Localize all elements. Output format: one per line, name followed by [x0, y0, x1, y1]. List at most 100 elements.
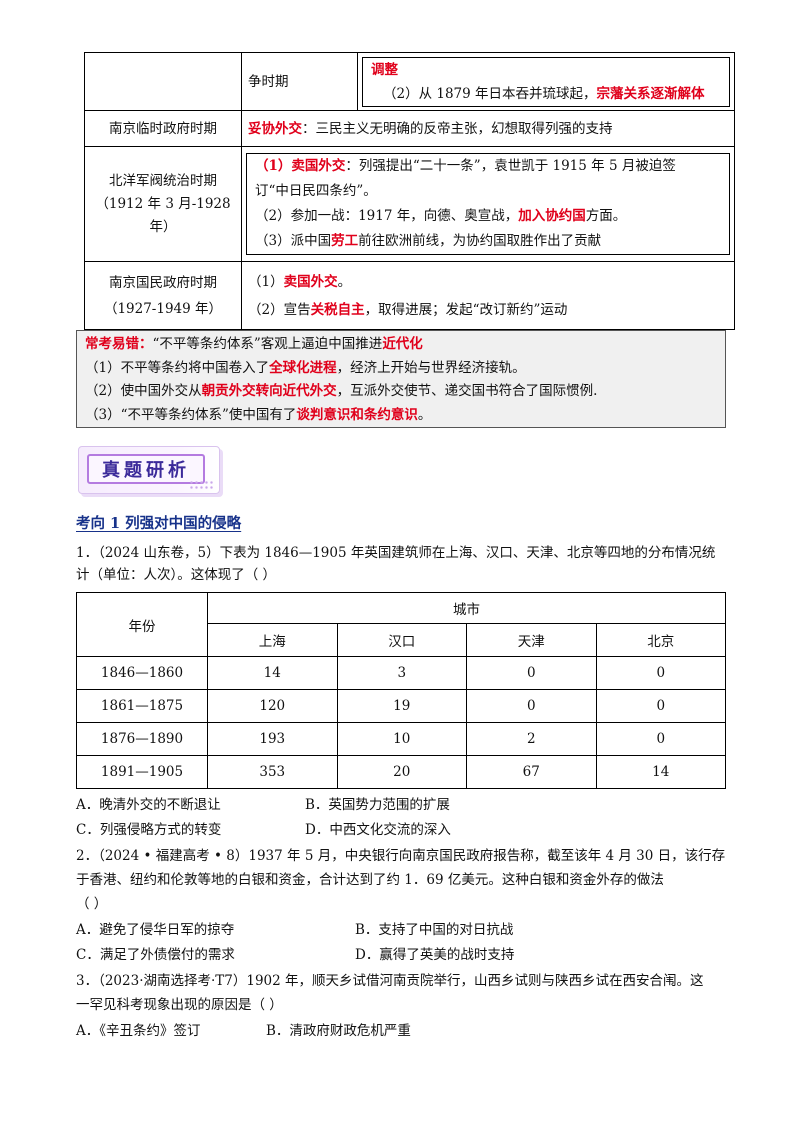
table-cell: 1846—1860	[76, 656, 208, 690]
architects-distribution-table: 年份 城市 上海 汉口 天津 北京 1846—1860 14 3 0 0 186…	[76, 592, 726, 789]
table-row: 南京国民政府时期 （1927-1949 年） （1）卖国外交。 （2）宣告关税自…	[84, 261, 735, 330]
cell-text: （1）	[248, 273, 284, 290]
table-cell: 2	[466, 722, 597, 756]
callout-line: （3）“不平等条约体系”使中国有了谈判意识和条约意识。	[85, 404, 717, 428]
callout-text: ，互派外交使节、递交国书符合了国际惯例.	[336, 383, 598, 399]
section-title: 考向 1 列强对中国的侵略	[76, 515, 242, 532]
inner-box: （1）卖国外交：列强提出“二十一条”，袁世凯于 1915 年 5 月被迫签 订“…	[246, 153, 730, 255]
highlight-text: 关税自主	[310, 301, 365, 318]
period-dates: （1927-1949 年）	[103, 300, 223, 317]
table-cell: 南京国民政府时期 （1927-1949 年）	[84, 261, 242, 330]
highlight-text: 加入协约国	[518, 208, 586, 224]
table-cell: （1）卖国外交。 （2）宣告关税自主，取得进展；发起“改订新约”运动	[241, 261, 735, 330]
highlight-text: 近代化	[382, 336, 423, 352]
callout-line: （2）使中国外交从朝贡外交转向近代外交，互派外交使节、递交国书符合了国际惯例.	[85, 380, 717, 404]
question-1: 1．（2024 山东卷，5）下表为 1846—1905 年英国建筑师在上海、汉口…	[76, 542, 732, 586]
cell-text: （3）派中国	[255, 233, 332, 249]
table-cell: 北洋军阀统治时期 （1912 年 3 月-1928 年）	[84, 146, 242, 262]
table-cell: 14	[207, 656, 338, 690]
table-cell: 353	[207, 755, 338, 789]
table-row: 年份 城市	[76, 592, 726, 657]
table-cell: 南京临时政府时期	[84, 110, 242, 147]
callout-text: （1）不平等条约将中国卷入了	[85, 359, 270, 376]
table-cell: 1876—1890	[76, 722, 208, 756]
period-name: 北洋军阀统治时期	[109, 172, 217, 189]
table-cell: 调整 （2）从 1879 年日本吞并琉球起，宗藩关系逐渐解体	[357, 52, 735, 111]
adjust-label: 调整	[371, 61, 398, 78]
table-row: 1891—1905 353 20 67 14	[76, 755, 726, 789]
table-cell: 0	[595, 722, 726, 756]
highlight-text: 谈判意识和条约意识	[296, 406, 418, 423]
table-cell: 1861—1875	[76, 689, 208, 723]
callout-line: 常考易错：“不平等条约体系”客观上逼迫中国推进近代化	[85, 333, 717, 357]
table-row: 1861—1875 120 19 0 0	[76, 689, 726, 723]
option-b[interactable]: B．清政府财政危机严重	[266, 1023, 411, 1039]
table-header: 城市	[207, 592, 726, 624]
option-d[interactable]: D．中西文化交流的深入	[305, 822, 451, 838]
option-a[interactable]: A．晚清外交的不断退让	[76, 797, 221, 813]
callout-line: （1）不平等条约将中国卷入了全球化进程，经济上开始与世界经济接轨。	[85, 357, 717, 381]
option-c[interactable]: C．列强侵略方式的转变	[76, 822, 222, 838]
period-dates: 年）	[149, 218, 177, 235]
table-cell: 10	[336, 722, 467, 756]
table-cell: 14	[595, 755, 726, 789]
table-cell: 0	[466, 689, 597, 723]
callout-text: “不平等条约体系”客观上逼迫中国推进	[152, 336, 383, 352]
dots-decoration-icon	[189, 480, 215, 490]
table-cell: 120	[207, 689, 338, 723]
callout-text: （3）“不平等条约体系”使中国有了	[85, 406, 297, 423]
option-a[interactable]: A．避免了侵华日军的掠夺	[76, 922, 235, 938]
table-cell	[84, 52, 242, 111]
table-row: 争时期 调整 （2）从 1879 年日本吞并琉球起，宗藩关系逐渐解体	[84, 52, 735, 111]
question-text: 一罕见科考现象出现的原因是（ ）	[76, 997, 283, 1013]
callout-text: 。	[417, 406, 432, 423]
table-row: 上海 汉口 天津 北京	[77, 623, 726, 657]
option-a[interactable]: A．《辛丑条约》签订	[76, 1023, 201, 1039]
banner-label: 真题研析	[102, 460, 190, 481]
section-banner: 真题研析	[78, 446, 220, 494]
question-text: 1．（2024 山东卷，5）下表为 1846—1905 年英国建筑师在上海、汉口…	[76, 545, 716, 561]
highlight-text: 卖国外交	[283, 273, 338, 290]
callout-label: 常考易错：	[85, 336, 153, 352]
table-header: 天津	[466, 623, 597, 657]
table-header: 汉口	[336, 623, 467, 657]
table-cell: 1891—1905	[76, 755, 208, 789]
table-header: 年份	[76, 592, 208, 657]
cell-text: （2）从 1879 年日本吞并琉球起，宗藩关系逐渐解体	[371, 82, 721, 106]
table-cell: （1）卖国外交：列强提出“二十一条”，袁世凯于 1915 年 5 月被迫签 订“…	[241, 146, 735, 262]
table-cell: 0	[595, 656, 726, 690]
cell-line: （2）参加一战：1917 年，向德、奥宣战，加入协约国方面。	[255, 204, 721, 229]
option-c[interactable]: C．满足了外债偿付的需求	[76, 947, 235, 963]
highlight-text: 劳工	[331, 233, 359, 249]
table-row: 1846—1860 14 3 0 0	[76, 656, 726, 690]
table-row: 1876—1890 193 10 2 0	[76, 722, 726, 756]
question-text: 2．（2024 • 福建高考 • 8）1937 年 5 月，中央银行向南京国民政…	[76, 848, 726, 864]
cell-text: 前往欧洲前线，为协约国取胜作出了贡献	[358, 233, 602, 249]
highlight-text: 全球化进程	[269, 359, 337, 376]
period-name: 南京国民政府时期	[109, 274, 217, 291]
cell-text-part: （2）从 1879 年日本吞并琉球起，	[383, 85, 597, 102]
highlight-text: 宗藩关系逐渐解体	[596, 85, 705, 102]
banner-frame: 真题研析	[87, 454, 205, 484]
cell-text: （2）参加一战：1917 年，向德、奥宣战，	[255, 208, 519, 224]
option-d[interactable]: D．赢得了英美的战时支持	[355, 947, 515, 963]
cell-text: ，取得进展；发起“改订新约”运动	[364, 301, 568, 318]
table-cell: 19	[336, 689, 467, 723]
cell-line: （1）卖国外交。	[248, 268, 728, 296]
question-text: （ ）	[76, 896, 108, 912]
table-cell: 0	[595, 689, 726, 723]
table-header: 北京	[595, 623, 726, 657]
period-dates: （1912 年 3 月-1928	[95, 195, 231, 212]
cell-text: ：列强提出“二十一条”，袁世凯于 1915 年 5 月被迫签	[345, 158, 676, 174]
table-header: 上海	[207, 623, 338, 657]
cell-line: （3）派中国劳工前往欧洲前线，为协约国取胜作出了贡献	[255, 229, 721, 254]
option-b[interactable]: B．支持了中国的对日抗战	[355, 922, 514, 938]
question-3: 3．（2023·湖南选择考·T7）1902 年，顺天乡试借河南贡院举行，山西乡试…	[76, 969, 732, 1017]
table-cell: 妥协外交：三民主义无明确的反帝主张，幻想取得列强的支持	[241, 110, 735, 147]
question-text: 3．（2023·湖南选择考·T7）1902 年，顺天乡试借河南贡院举行，山西乡试…	[76, 973, 704, 989]
callout-text: ，经济上开始与世界经济接轨。	[336, 359, 526, 376]
option-b[interactable]: B．英国势力范围的扩展	[305, 797, 450, 813]
table-cell: 20	[336, 755, 467, 789]
question-text: 计（单位：人次）。这体现了（ ）	[76, 567, 277, 583]
